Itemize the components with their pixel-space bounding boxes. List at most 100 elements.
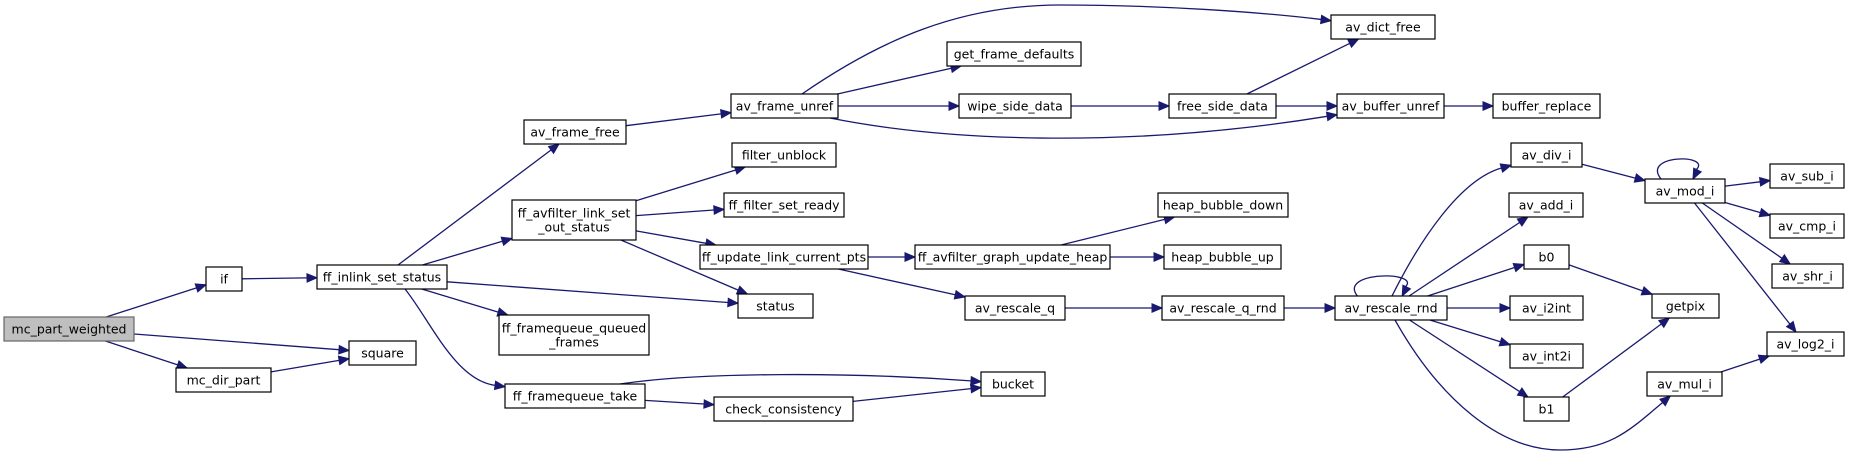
- node-av-rescale-q[interactable]: av_rescale_q: [964, 295, 1066, 321]
- node-av-buffer-unref[interactable]: av_buffer_unref: [1336, 93, 1445, 119]
- node-label: heap_bubble_down: [1163, 198, 1283, 213]
- edge-line: [1427, 266, 1515, 297]
- node-label: av_frame_free: [530, 125, 620, 140]
- arrowhead: [1516, 216, 1529, 227]
- edge-av_rescale_q_rnd-to-av_rescale_rnd: [1284, 303, 1337, 313]
- arrowhead: [1151, 303, 1164, 313]
- edge-av_frame_unref-to-av_buffer_unref: [829, 111, 1339, 139]
- edge-line: [1701, 202, 1783, 259]
- node-getpix[interactable]: getpix: [1651, 293, 1720, 319]
- node-box: [1523, 396, 1570, 422]
- node-free-side-data[interactable]: free_side_data: [1168, 93, 1277, 119]
- node-b1[interactable]: b1: [1523, 396, 1570, 422]
- node-square[interactable]: square: [348, 340, 417, 366]
- node-buffer-replace[interactable]: buffer_replace: [1492, 93, 1601, 119]
- node-av-mod-i[interactable]: av_mod_i: [1644, 178, 1726, 204]
- node-ff-filter-set-ready[interactable]: ff_filter_set_ready: [723, 192, 845, 218]
- node-av-dict-free[interactable]: av_dict_free: [1330, 14, 1436, 40]
- node-label: av_int2i: [1522, 349, 1571, 364]
- node-label: av_sub_i: [1780, 169, 1833, 184]
- node-av-shr-i[interactable]: av_shr_i: [1771, 263, 1844, 289]
- node-av-rescale-q-rnd[interactable]: av_rescale_q_rnd: [1161, 295, 1285, 321]
- edge-line: [397, 149, 552, 266]
- node-box: [1510, 142, 1583, 168]
- node-box: [1168, 93, 1277, 119]
- edge-line: [270, 359, 340, 373]
- arrowhead: [1640, 286, 1654, 296]
- node-heap-bubble-down[interactable]: heap_bubble_down: [1157, 192, 1289, 218]
- edge-line: [421, 288, 499, 313]
- edge-line: [1353, 275, 1409, 297]
- node-check-consistency[interactable]: check_consistency: [713, 396, 854, 422]
- arrowhead: [1324, 303, 1337, 313]
- node-box: [1769, 163, 1845, 189]
- node-ff-avfilter-link-set-out-status[interactable]: ff_avfilter_link_set_out_status: [511, 199, 637, 241]
- node-b0[interactable]: b0: [1523, 244, 1570, 270]
- node-av-i2int[interactable]: av_i2int: [1509, 295, 1584, 321]
- arrowhead: [1401, 284, 1412, 298]
- edge-line: [1724, 201, 1761, 214]
- node-wipe-side-data[interactable]: wipe_side_data: [958, 93, 1072, 119]
- arrowhead: [1498, 336, 1512, 347]
- node-label: av_div_i: [1522, 148, 1572, 163]
- node-label: square: [361, 346, 404, 361]
- node-status[interactable]: status: [737, 293, 814, 319]
- arrowhead: [970, 375, 983, 386]
- node-label: mc_part_weighted: [12, 322, 127, 337]
- node-box: [504, 383, 646, 409]
- node-label: ff_avfilter_graph_update_heap: [918, 250, 1108, 265]
- node-filter-unblock[interactable]: filter_unblock: [731, 142, 837, 168]
- node-bucket[interactable]: bucket: [980, 371, 1046, 397]
- edge-ff_framequeue_take-to-check_consistency: [644, 399, 716, 409]
- node-ff-avfilter-graph-update-heap[interactable]: ff_avfilter_graph_update_heap: [914, 244, 1111, 270]
- node-box: [511, 199, 637, 241]
- node-box: [523, 119, 627, 145]
- node-ff-framequeue-take[interactable]: ff_framequeue_take: [504, 383, 646, 409]
- node-box: [713, 396, 854, 422]
- edge-av_mod_i-to-av_shr_i: [1701, 202, 1792, 265]
- node-if[interactable]: if: [205, 266, 243, 292]
- node-av-rescale-rnd[interactable]: av_rescale_rnd: [1334, 295, 1448, 321]
- arrowhead: [547, 143, 561, 155]
- node-box: [731, 142, 837, 168]
- edge-av_rescale_rnd-to-b1: [1409, 319, 1530, 398]
- edge-line: [837, 67, 952, 95]
- arrowhead: [1482, 101, 1495, 111]
- edge-ff_update_link_current_pts-to-av_rescale_q: [838, 268, 967, 300]
- node-box: [1330, 14, 1436, 40]
- edge-av_buffer_unref-to-buffer_replace: [1444, 101, 1495, 111]
- node-av-cmp-i[interactable]: av_cmp_i: [1769, 213, 1845, 239]
- node-ff-update-link-current-pts[interactable]: ff_update_link_current_pts: [699, 244, 869, 270]
- node-av-div-i[interactable]: av_div_i: [1510, 142, 1583, 168]
- node-av-add-i[interactable]: av_add_i: [1508, 192, 1584, 218]
- edge-ff_inlink_set_status-to-ff_avfilter_link_set_out_status: [422, 236, 514, 266]
- edge-ff_framequeue_take-to-bucket: [619, 373, 983, 386]
- edge-av_mul_i-to-av_log2_i: [1720, 354, 1771, 373]
- node-mc-part-weighted[interactable]: mc_part_weighted: [3, 316, 135, 342]
- node-av-frame-unref[interactable]: av_frame_unref: [730, 93, 839, 119]
- node-get-frame-defaults[interactable]: get_frame_defaults: [946, 41, 1082, 67]
- node-av-mul-i[interactable]: av_mul_i: [1646, 371, 1723, 397]
- node-box: [1509, 343, 1584, 369]
- node-label: status: [756, 299, 794, 314]
- node-av-log2-i[interactable]: av_log2_i: [1766, 331, 1845, 357]
- edge-b0-to-getpix: [1568, 264, 1654, 296]
- node-box: [3, 316, 135, 342]
- edge-av_frame_unref-to-get_frame_defaults: [837, 63, 963, 95]
- edge-if-to-ff_inlink_set_status: [241, 272, 319, 283]
- node-label: av_i2int: [1522, 301, 1571, 316]
- edge-line: [1246, 42, 1350, 95]
- node-ff-framequeue-queued-frames[interactable]: ff_framequeue_queued_frames: [498, 314, 650, 356]
- node-label: _frames: [548, 335, 599, 350]
- edge-line: [1724, 181, 1761, 187]
- node-heap-bubble-up[interactable]: heap_bubble_up: [1163, 244, 1282, 270]
- node-av-sub-i[interactable]: av_sub_i: [1769, 163, 1845, 189]
- edge-av_rescale_rnd-to-av_add_i: [1408, 216, 1529, 297]
- edge-line: [105, 340, 178, 366]
- node-box: [1509, 295, 1584, 321]
- node-mc-dir-part[interactable]: mc_dir_part: [175, 367, 272, 393]
- node-ff-inlink-set-status[interactable]: ff_inlink_set_status: [316, 264, 448, 290]
- node-av-int2i[interactable]: av_int2i: [1509, 343, 1584, 369]
- node-av-frame-free[interactable]: av_frame_free: [523, 119, 627, 145]
